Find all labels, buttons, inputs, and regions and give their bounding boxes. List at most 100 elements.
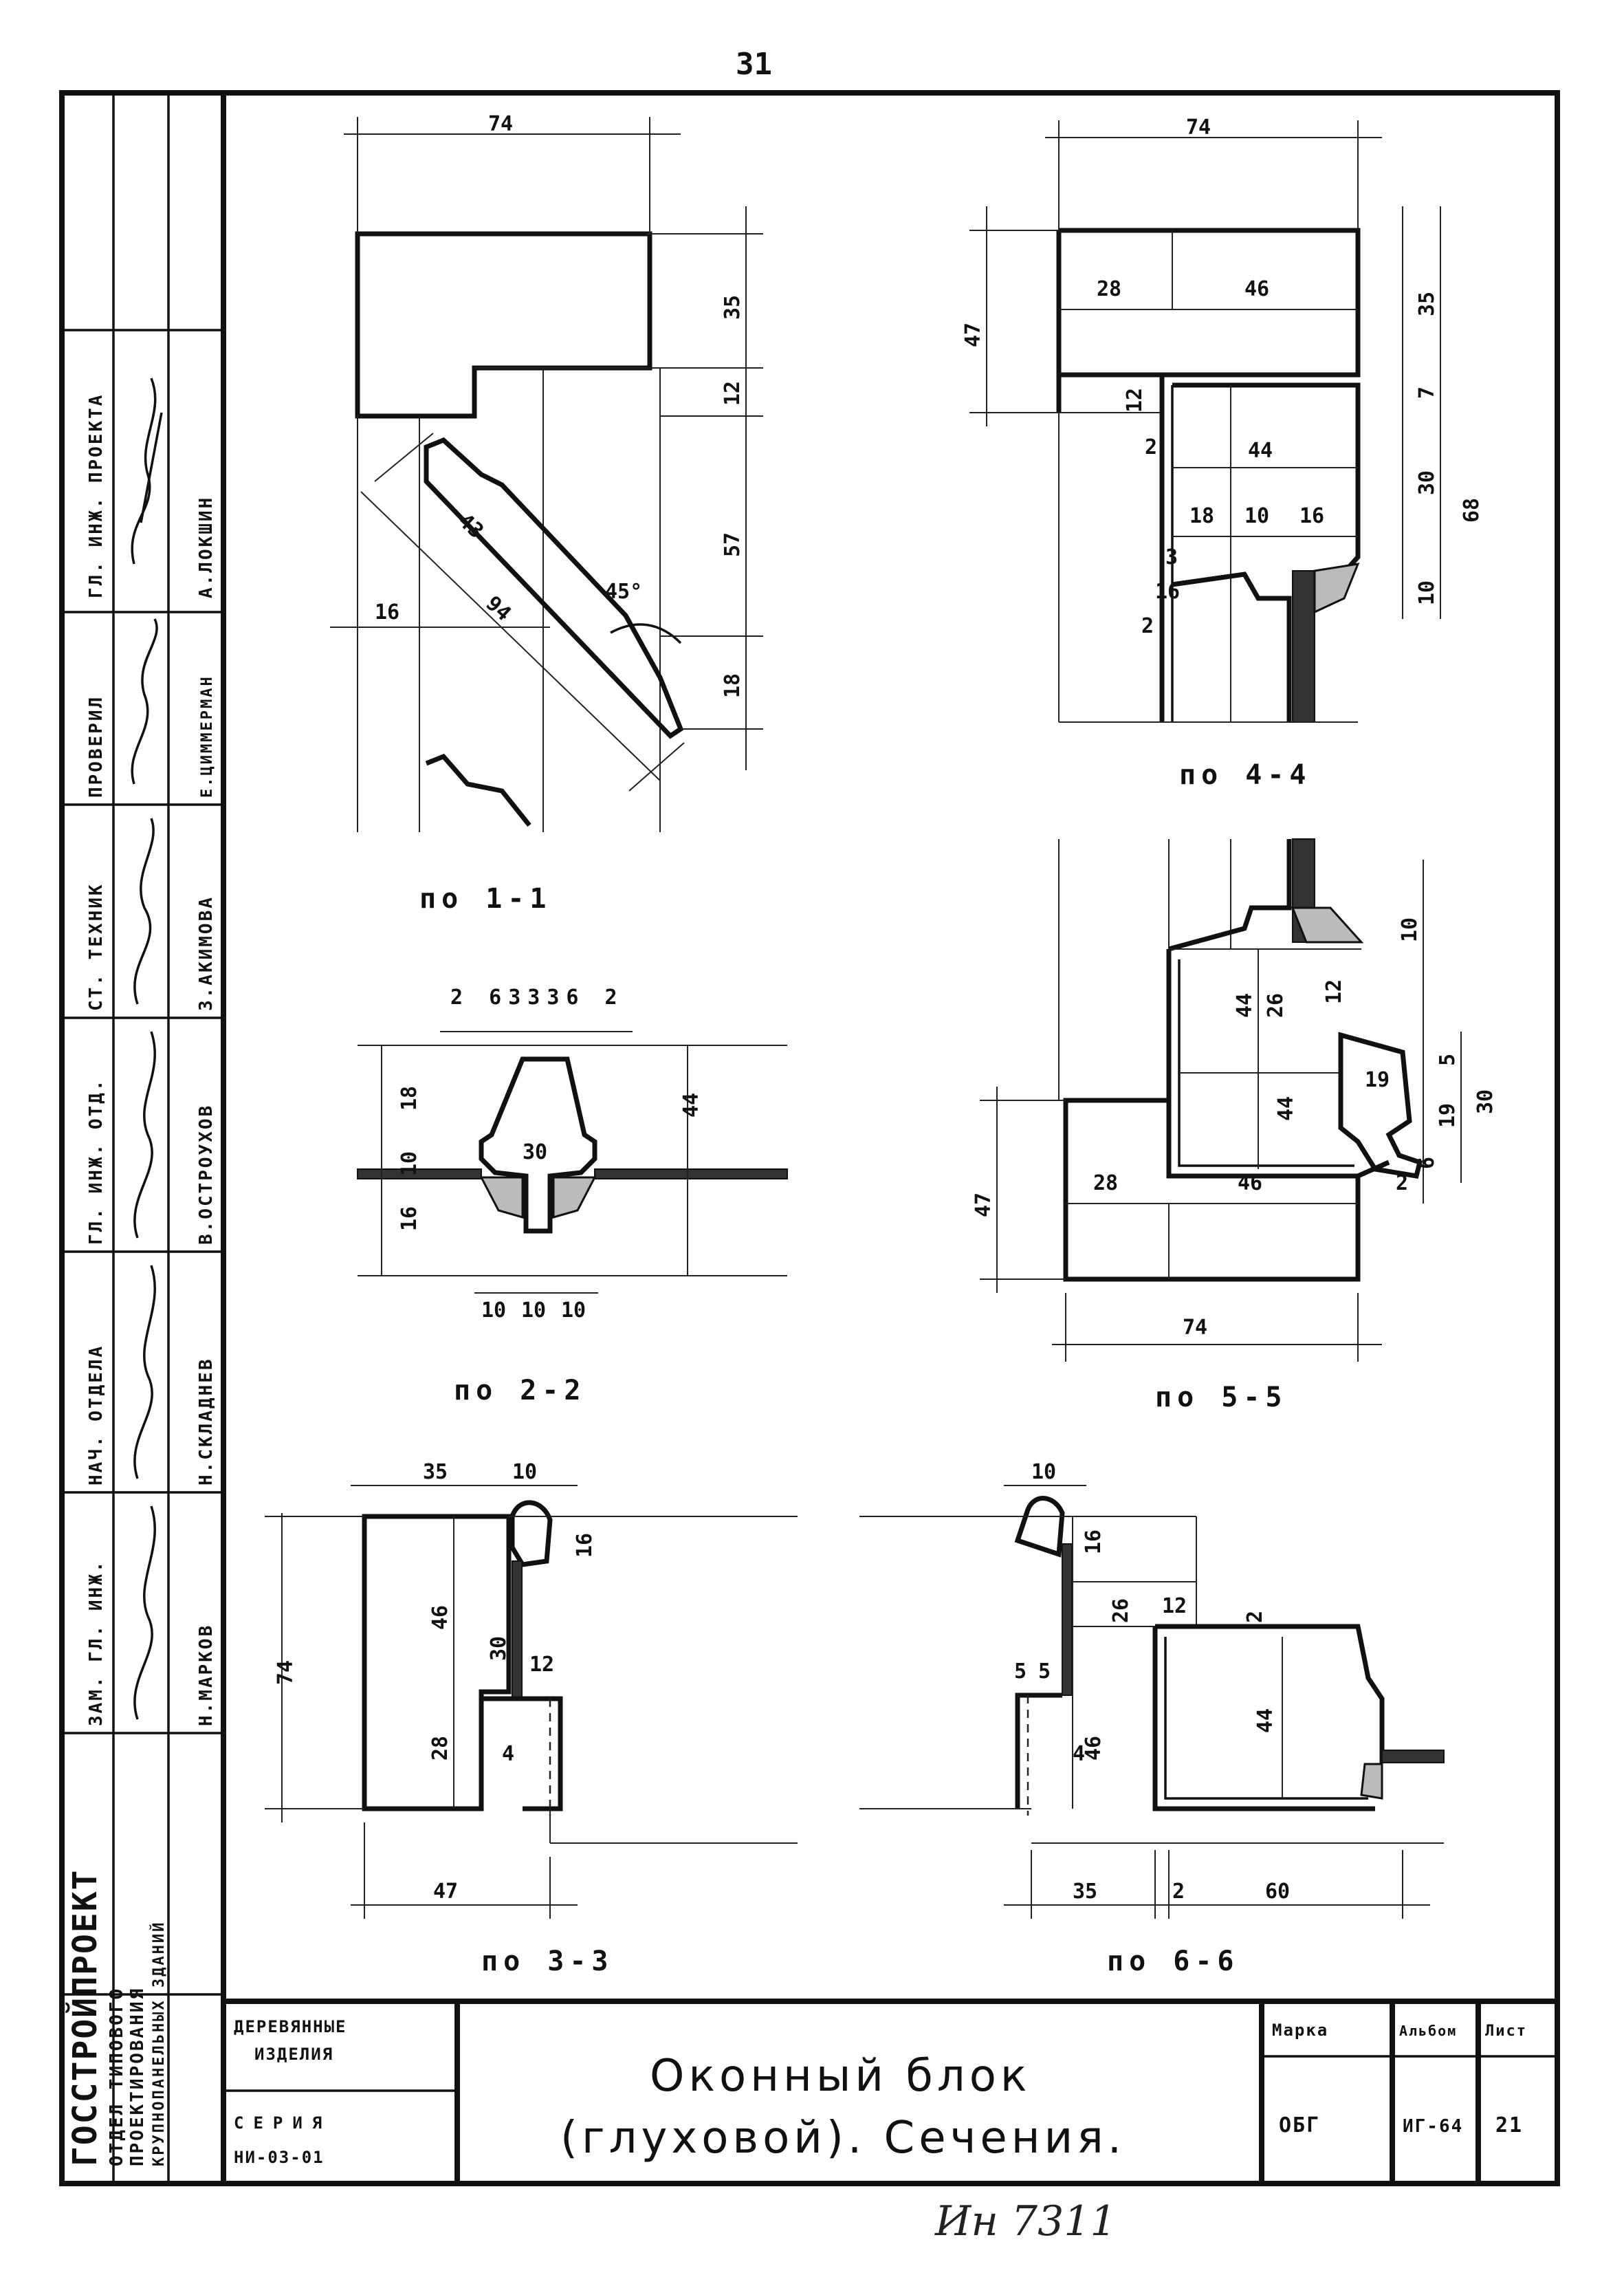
dim-3-d: 46 [428, 1605, 452, 1630]
drawing-title-line-1: Оконный блок [650, 2051, 1031, 2102]
dim-5-width: 74 [1183, 1316, 1207, 1340]
dim-4-b: 28 [1097, 277, 1121, 301]
dim-3-f: 12 [529, 1653, 554, 1677]
org-dept-2: ПРОЕКТИРОВАНИЯ [127, 1987, 148, 2166]
stamp-name-3: В.ОСТРОУХОВ [196, 1104, 217, 1245]
dim-2-g: 10 [521, 1298, 546, 1322]
dim-4-l: 10 [1244, 504, 1269, 528]
dim-1-e: 16 [375, 600, 399, 624]
dim-6-g: 5 [1038, 1659, 1051, 1684]
dim-3-c: 16 [573, 1533, 597, 1558]
dim-2-a: 18 [397, 1086, 421, 1111]
outer-frame [59, 90, 1560, 2186]
dim-2-c: 10 [397, 1151, 421, 1176]
stamp-role-2: СТ. ТЕХНИК [86, 882, 107, 1011]
sheet-label: Лист [1485, 2023, 1527, 2040]
stamp-name-5: Н.МАРКОВ [196, 1624, 217, 1726]
signature-4 [133, 1265, 156, 1479]
stamp-role-1: ПРОВЕРИЛ [86, 695, 107, 798]
dim-6-h: 46 [1082, 1736, 1106, 1761]
dim-4-a: 47 [961, 323, 985, 347]
section-2-2: 2 63336 2 18 44 10 30 16 10 10 10 по 2-2 [357, 986, 788, 1406]
dim-3-g: 74 [274, 1660, 298, 1685]
stamp-name-2: З.АКИМОВА [196, 895, 217, 1011]
dim-4-h: 44 [1248, 439, 1273, 463]
dim-3-a: 35 [423, 1460, 448, 1484]
dim-5-a: 10 [1398, 917, 1422, 942]
caption-5-5: по 5-5 [1155, 1382, 1288, 1413]
dim-6-i: 4 [1073, 1742, 1085, 1766]
stamp-role-4: НАЧ. ОТДЕЛА [86, 1345, 107, 1485]
section-1-1: 74 35 12 57 18 16 43 94 45° по 1-1 [330, 112, 763, 915]
section-5-5: 10 44 26 12 44 19 5 19 30 6 2 47 28 46 7… [972, 838, 1497, 1413]
signature-2 [133, 818, 155, 1005]
stamp-name-0: А.ЛОКШИН [196, 496, 217, 598]
dim-3-b: 10 [512, 1460, 537, 1484]
caption-6-6: по 6-6 [1107, 1946, 1240, 1977]
org-name: ГОССТРОЙПРОЕКТ [65, 1869, 105, 2166]
dim-2-f: 10 [481, 1298, 506, 1322]
stamp-role-3: ГЛ. ИНЖ. ОТД. [86, 1078, 107, 1245]
dim-5-b: 44 [1233, 993, 1257, 1018]
dim-6-a: 10 [1031, 1460, 1056, 1484]
dim-4-i: 30 [1415, 470, 1439, 495]
stamp-role-0: ГЛ. ИНЖ. ПРОЕКТА [86, 393, 107, 598]
dim-4-q: 3 [1165, 545, 1178, 569]
dim-1-d: 18 [721, 673, 745, 698]
dim-5-h: 19 [1436, 1103, 1460, 1128]
dim-2-e: 16 [397, 1206, 421, 1231]
dim-4-e: 7 [1415, 387, 1439, 399]
dim-3-h: 28 [428, 1736, 452, 1761]
dim-3-j: 47 [433, 1880, 458, 1904]
dim-2-h: 10 [561, 1298, 586, 1322]
dim-5-l: 47 [972, 1193, 996, 1217]
dim-5-i: 30 [1473, 1089, 1497, 1114]
org-dept-3: КРУПНОПАНЕЛЬНЫХ ЗДАНИЙ [150, 1921, 168, 2166]
page-number: 31 [736, 47, 772, 82]
dim-4-f: 12 [1123, 388, 1147, 413]
dim-5-c: 26 [1264, 993, 1288, 1018]
dims-2-top: 2 63336 2 [450, 986, 624, 1010]
dim-1-angle: 45° [605, 580, 642, 604]
dim-6-e: 2 [1243, 1611, 1267, 1623]
dim-5-m: 28 [1093, 1171, 1118, 1195]
dim-6-j: 44 [1253, 1708, 1277, 1733]
caption-3-3: по 3-3 [481, 1946, 614, 1977]
dim-5-n: 46 [1238, 1171, 1262, 1195]
dim-5-j: 6 [1415, 1157, 1439, 1169]
dim-4-o: 2 [1141, 614, 1154, 638]
dim-1-width: 74 [488, 112, 513, 136]
album-value: ИГ-64 [1403, 2116, 1463, 2137]
dim-1-a: 35 [721, 295, 745, 320]
dim-4-width: 74 [1186, 116, 1211, 140]
stamp-name-1: Е.ЦИММЕРМАН [199, 675, 216, 798]
category-line-1: ДЕРЕВЯННЫЕ [234, 2017, 347, 2036]
stamp-role-5: ЗАМ. ГЛ. ИНЖ. [86, 1560, 107, 1727]
dim-2-b: 44 [679, 1093, 703, 1118]
dim-5-g: 5 [1436, 1054, 1460, 1066]
dim-1-g: 94 [481, 591, 516, 626]
title-block: ДЕРЕВЯННЫЕ ИЗДЕЛИЯ СЕРИЯ НИ-03-01 Оконны… [223, 2001, 1557, 2184]
stamp-name-4: Н.СКЛАДНЕВ [196, 1357, 217, 1485]
dim-6-m: 60 [1265, 1880, 1290, 1904]
sheet-value: 21 [1495, 2113, 1523, 2137]
dim-4-g: 2 [1145, 435, 1157, 459]
marka-label: Марка [1272, 2021, 1328, 2040]
dim-1-c: 57 [721, 532, 745, 557]
dim-4-k: 18 [1189, 504, 1214, 528]
album-label: Альбом [1399, 2023, 1457, 2039]
inventory-note: Ин 7311 [934, 2197, 1117, 2245]
signature-3 [133, 1031, 156, 1239]
dim-4-m: 16 [1299, 504, 1324, 528]
dim-4-d: 35 [1415, 292, 1439, 316]
signature-1 [131, 618, 158, 785]
caption-1-1: по 1-1 [419, 883, 552, 915]
category-line-2: ИЗДЕЛИЯ [254, 2045, 333, 2064]
section-4-4: 74 47 28 46 35 7 12 2 44 30 68 18 10 16 … [961, 116, 1484, 791]
caption-4-4: по 4-4 [1179, 759, 1312, 791]
dim-5-d: 12 [1322, 979, 1346, 1004]
dim-6-d: 12 [1162, 1594, 1187, 1618]
org-dept-1: ОТДЕЛ ТИПОВОГО [107, 1987, 127, 2166]
dim-1-b: 12 [721, 381, 745, 406]
